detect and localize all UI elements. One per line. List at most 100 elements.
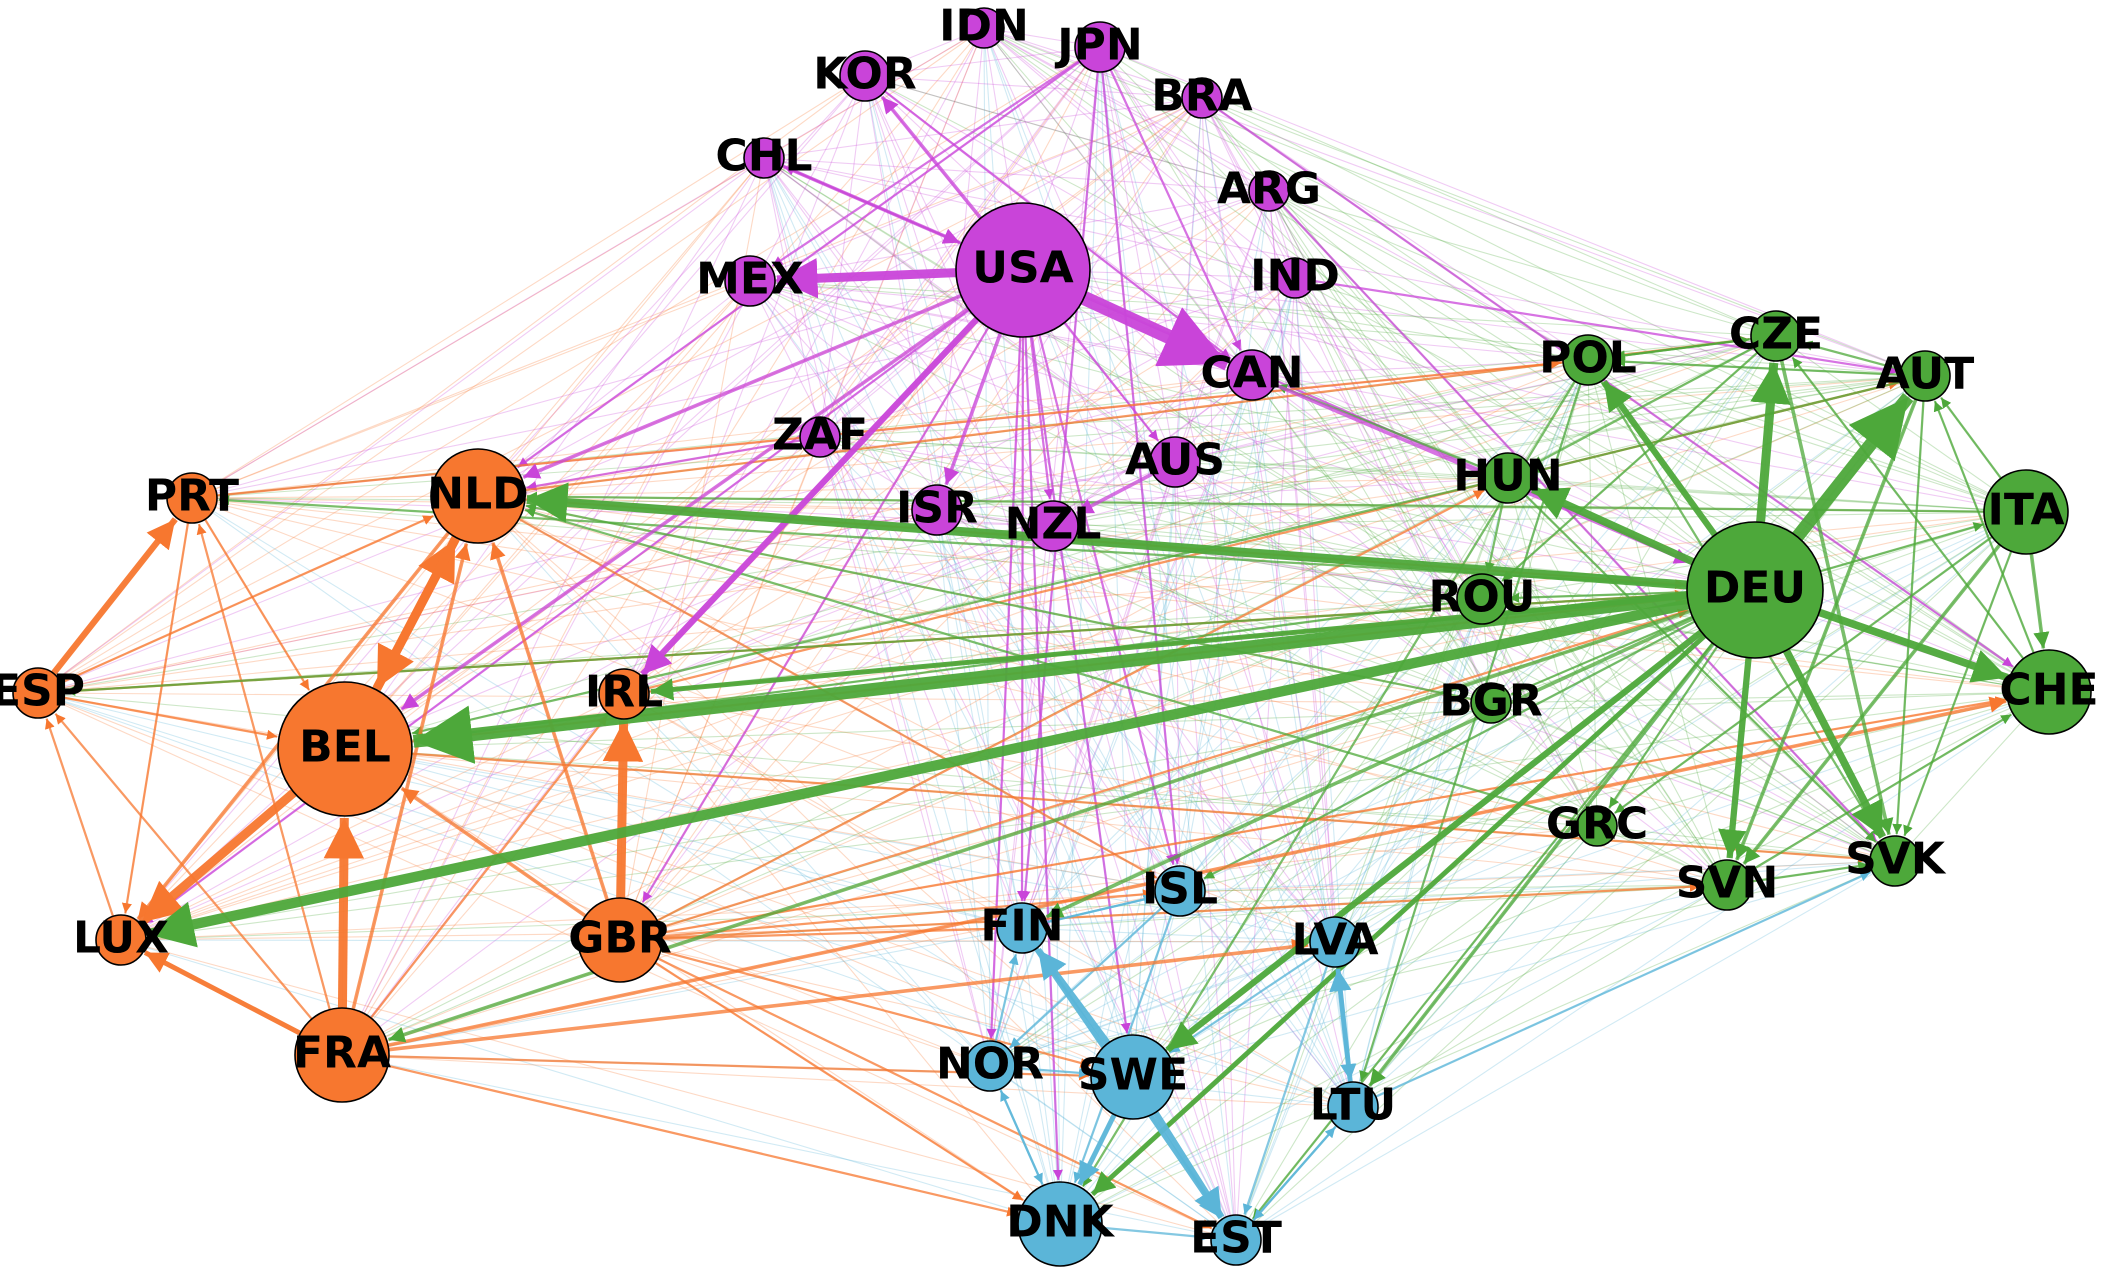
faint-edge [341, 939, 621, 1056]
node-label: ZAF [772, 410, 868, 461]
node-label: CAN [1200, 348, 1303, 399]
node-dnk: DNK [1006, 1181, 1116, 1267]
faint-edge [1294, 277, 1492, 704]
edge-deu-to-swe [1165, 625, 1709, 1053]
edge-usa-to-mex [776, 258, 963, 299]
faint-edge [1587, 359, 1598, 827]
faint-edge [37, 509, 938, 694]
edge-deu-to-ltu [1368, 637, 1719, 1087]
edge-deu-to-fin [1045, 613, 1701, 919]
faint-edge [1021, 461, 1176, 929]
faint-edge [344, 748, 1061, 1225]
faint-edge [344, 748, 1023, 929]
faint-edge [1294, 277, 2050, 693]
faint-edge [1099, 46, 1598, 827]
faint-edge [1021, 190, 1270, 929]
faint-edge [983, 27, 1296, 279]
node-circle [1149, 436, 1201, 488]
faint-edge [1201, 97, 1598, 827]
faint-edge [37, 75, 866, 694]
faint-edge [1099, 46, 1492, 704]
faint-edge [344, 748, 1728, 886]
faint-edge [1059, 825, 1598, 1225]
faint-edge [936, 509, 1181, 892]
faint-edge [341, 269, 1024, 1056]
faint-edge [1481, 359, 1589, 600]
faint-edge [477, 75, 866, 497]
faint-edge [1235, 277, 1296, 1241]
faint-edge [983, 27, 2050, 693]
faint-edge [936, 509, 991, 1067]
faint-edge [983, 27, 1336, 943]
faint-edge [1490, 691, 2050, 704]
faint-edge [37, 692, 1181, 892]
node-circle [1701, 859, 1753, 911]
node-ltu: LTU [1310, 1080, 1396, 1133]
edge-lux-to-esp [45, 718, 115, 920]
edge-deu-to-esp [64, 592, 1694, 696]
edge-est-to-ltu [1250, 1126, 1337, 1224]
node-gbr: GBR [568, 897, 672, 983]
node-label: NZL [1005, 499, 1102, 550]
faint-edge [936, 359, 1589, 511]
faint-edge [1352, 702, 1492, 1108]
node-est: EST [1190, 1213, 1282, 1266]
edge-usa-to-gbr [641, 321, 993, 903]
edge-pol-to-cze [1610, 335, 1750, 359]
faint-edge [619, 509, 938, 941]
faint-edge [477, 495, 991, 1067]
edge-gbr-to-dnk [651, 959, 1024, 1202]
faint-edge [1052, 335, 1777, 527]
edge-gbr-to-che [657, 696, 2006, 935]
node-label: BGR [1439, 676, 1543, 727]
node-circle [1869, 835, 1921, 887]
node-circle [95, 914, 147, 966]
node-label: KOR [813, 49, 916, 100]
faint-edge [1179, 890, 1336, 943]
node-circle [839, 50, 891, 102]
node-label: FRA [293, 1028, 391, 1079]
faint-edge [623, 693, 1728, 886]
node-label: CHE [1999, 665, 2098, 716]
edge-ita-to-nld [526, 491, 1989, 513]
node-aus: AUS [1125, 435, 1225, 488]
faint-edge [864, 75, 1134, 1078]
faint-edge [864, 75, 1756, 591]
edge-deu-to-svk [1779, 642, 1886, 839]
faint-edge [1099, 46, 1336, 943]
node-circle [1027, 500, 1079, 552]
faint-edge [819, 75, 866, 438]
faint-edge [1132, 511, 2027, 1078]
edge-dnk-to-nor [999, 1090, 1046, 1190]
node-label: SWE [1078, 1050, 1188, 1101]
faint-edge [120, 939, 1061, 1225]
faint-edge [477, 477, 1509, 497]
edge-usa-to-irl [640, 311, 984, 677]
node-irl: IRL [585, 667, 663, 720]
faint-edge [1179, 598, 1483, 892]
faint-edge [819, 277, 1296, 438]
faint-edge [120, 280, 751, 941]
edge-lva-to-est [1242, 963, 1329, 1215]
faint-edge [477, 375, 1926, 497]
edge-esp-to-nld [58, 514, 434, 685]
edge-bgr-to-nld [525, 502, 1474, 701]
faint-edge [1059, 46, 1101, 1225]
faint-edge [344, 748, 1598, 827]
faint-edge [1052, 525, 1483, 600]
faint-edge [191, 497, 1134, 1078]
faint-edge [1021, 884, 1728, 929]
faint-edge [1174, 335, 1777, 463]
edge-jpn-to-mex [771, 58, 1082, 267]
edge-bel-to-svk [405, 752, 1869, 864]
faint-edge [344, 157, 765, 750]
edge-ita-to-svk [1903, 547, 2014, 837]
node-circle [277, 681, 413, 817]
edge-bel-to-lux [138, 784, 303, 926]
faint-edge [619, 277, 1296, 941]
node-nzl: NZL [1005, 499, 1102, 552]
node-fra: FRA [293, 1007, 391, 1103]
faint-edge [623, 335, 1777, 695]
node-circle [1309, 916, 1361, 968]
node-idn: IDN [939, 1, 1029, 52]
